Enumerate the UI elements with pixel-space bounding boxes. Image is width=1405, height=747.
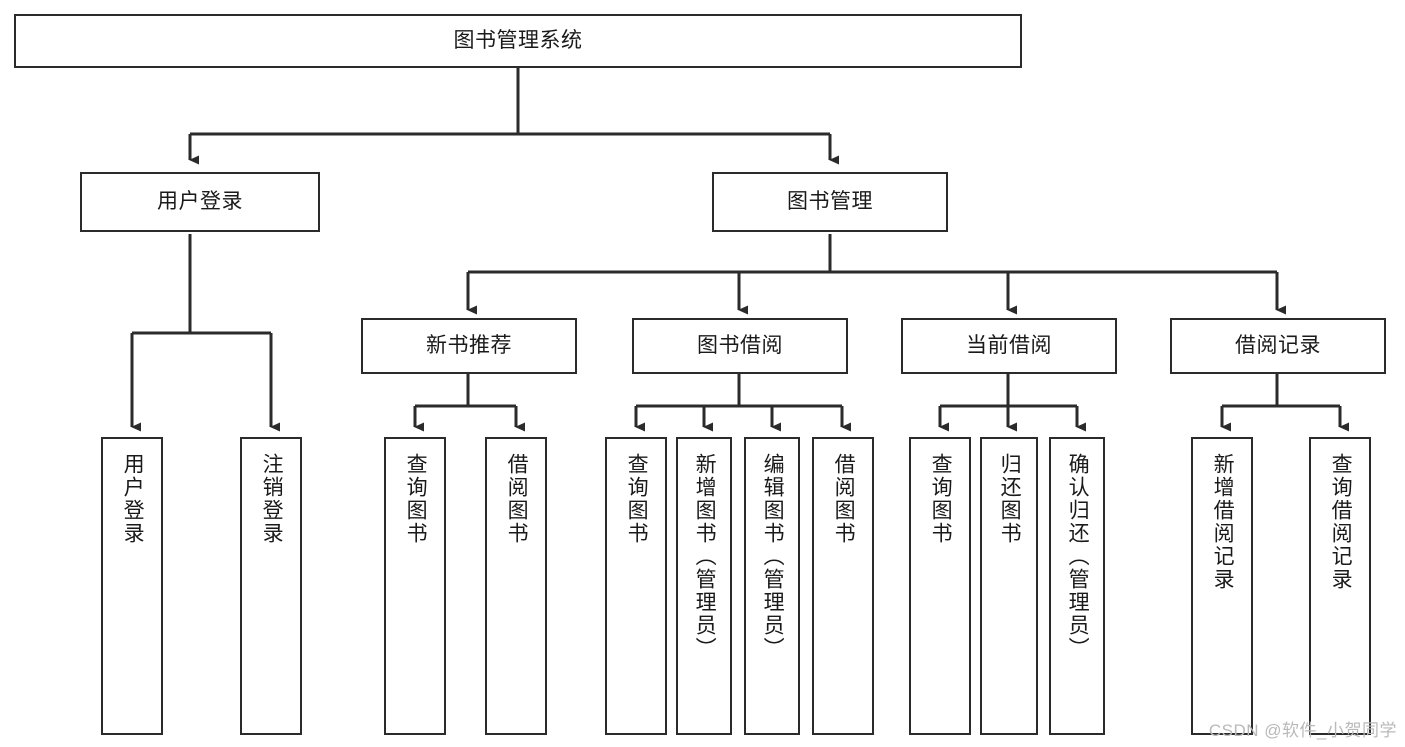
leaf-edit-book-admin[interactable]: 编辑图书（管理员） xyxy=(744,437,800,735)
leaf-query-book-borrow[interactable]: 查询图书 xyxy=(605,437,667,735)
node-new-book-recommend[interactable]: 新书推荐 xyxy=(361,318,577,374)
node-current-borrow[interactable]: 当前借阅 xyxy=(901,318,1117,374)
node-label: 当前借阅 xyxy=(966,333,1052,357)
leaf-add-borrow-record[interactable]: 新增借阅记录 xyxy=(1191,437,1253,735)
node-label: 新增图书（管理员） xyxy=(693,453,717,660)
leaf-query-book-current[interactable]: 查询图书 xyxy=(909,437,971,735)
node-label: 借阅图书 xyxy=(505,453,529,545)
csdn-watermark: CSDN @软件_小贺同学 xyxy=(1208,721,1397,740)
node-label: 借阅图书 xyxy=(832,453,856,545)
node-book-manage[interactable]: 图书管理 xyxy=(712,172,948,232)
node-label: 注销登录 xyxy=(260,453,284,545)
node-label: 图书借阅 xyxy=(697,333,783,357)
node-label: 新增借阅记录 xyxy=(1211,453,1235,591)
leaf-return-book[interactable]: 归还图书 xyxy=(980,437,1038,735)
node-label: 图书管理 xyxy=(787,189,873,213)
node-label: 确认归还（管理员） xyxy=(1066,453,1090,660)
leaf-query-book-recommend[interactable]: 查询图书 xyxy=(384,437,446,735)
node-borrow-record[interactable]: 借阅记录 xyxy=(1170,318,1386,374)
node-label: 用户登录 xyxy=(121,453,145,545)
node-label: 用户登录 xyxy=(157,189,243,213)
node-user-login[interactable]: 用户登录 xyxy=(80,172,320,232)
node-label: 查询图书 xyxy=(625,453,649,545)
leaf-add-book-admin[interactable]: 新增图书（管理员） xyxy=(676,437,732,735)
leaf-borrow-book-recommend[interactable]: 借阅图书 xyxy=(485,437,547,735)
leaf-user-login[interactable]: 用户登录 xyxy=(101,437,163,735)
node-label: 归还图书 xyxy=(998,453,1022,545)
node-label: 查询图书 xyxy=(929,453,953,545)
node-label: 编辑图书（管理员） xyxy=(761,453,785,660)
node-root-system[interactable]: 图书管理系统 xyxy=(14,14,1022,68)
leaf-confirm-return-admin[interactable]: 确认归还（管理员） xyxy=(1049,437,1105,735)
node-label: 新书推荐 xyxy=(426,333,512,357)
node-book-borrow[interactable]: 图书借阅 xyxy=(632,318,848,374)
node-label: 图书管理系统 xyxy=(453,28,583,52)
leaf-query-borrow-record[interactable]: 查询借阅记录 xyxy=(1309,437,1371,735)
leaf-borrow-book-borrow[interactable]: 借阅图书 xyxy=(812,437,874,735)
node-label: 查询图书 xyxy=(404,453,428,545)
node-label: 查询借阅记录 xyxy=(1329,453,1353,591)
node-label: 借阅记录 xyxy=(1235,333,1321,357)
leaf-logout-login[interactable]: 注销登录 xyxy=(240,437,302,735)
